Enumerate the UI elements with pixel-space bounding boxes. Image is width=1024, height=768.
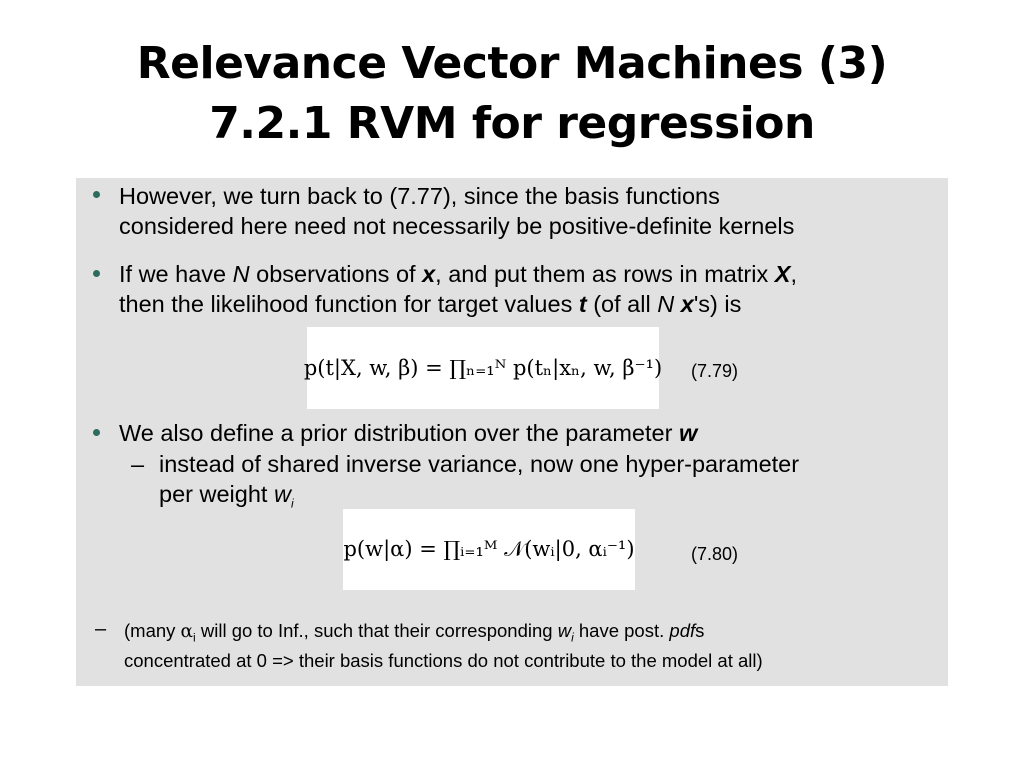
symbol-N: N xyxy=(232,261,250,287)
title-line-2: 7.2.1 RVM for regression xyxy=(209,98,815,149)
title-line-1: Relevance Vector Machines (3) xyxy=(136,38,888,89)
note-dash: – xyxy=(95,618,107,640)
text-segment: s xyxy=(695,620,705,641)
formula-7-80-text: p(w|α) = ∏ᵢ₌₁ᴹ 𝒩(wᵢ|0, αᵢ⁻¹) xyxy=(343,537,635,561)
text-segment: observations of xyxy=(249,261,423,287)
symbol-x: x xyxy=(680,291,694,317)
bullet-dot-3 xyxy=(93,429,100,436)
bullet-2-line-2: then the likelihood function for target … xyxy=(119,289,741,319)
symbol-w: w xyxy=(557,620,572,641)
bullet-3-line-1: We also define a prior distribution over… xyxy=(119,418,697,448)
text-segment: per weight xyxy=(159,481,274,507)
bullet-2-line-1: If we have N observations of x, and put … xyxy=(119,259,797,289)
sub-bullet-line-2: per weight wi xyxy=(159,479,294,519)
symbol-N: N xyxy=(657,291,675,317)
formula-7-79-text: p(t|X, w, β) = ∏ₙ₌₁ᴺ p(tₙ|xₙ, w, β⁻¹) xyxy=(303,356,663,380)
bullet-dot-1 xyxy=(93,191,100,198)
symbol-w: w xyxy=(678,420,698,446)
symbol-alpha: α xyxy=(180,621,194,642)
symbol-X: X xyxy=(774,261,791,287)
sub-bullet-line-1: instead of shared inverse variance, now … xyxy=(159,451,800,477)
text-segment: have post. xyxy=(573,620,670,641)
text-segment: then the likelihood function for target … xyxy=(119,291,579,317)
formula-7-79: p(t|X, w, β) = ∏ₙ₌₁ᴺ p(tₙ|xₙ, w, β⁻¹) xyxy=(303,327,663,409)
equation-number-7-79: (7.79) xyxy=(691,361,739,381)
subscript-i: i xyxy=(193,630,196,645)
text-segment: (of all xyxy=(586,291,658,317)
content-panel: However, we turn back to (7.77), since t… xyxy=(76,178,948,686)
note-line-2: concentrated at 0 => their basis functio… xyxy=(124,650,763,671)
bullet-dot-2 xyxy=(93,270,100,277)
note-line-1: (many αi will go to Inf., such that thei… xyxy=(124,616,704,653)
text-segment: (many xyxy=(124,620,181,641)
bullet-1-line-1: However, we turn back to (7.77), since t… xyxy=(119,183,720,209)
text-segment: We also define a prior distribution over… xyxy=(119,420,679,446)
sub-bullet-dash: – xyxy=(131,451,145,477)
text-segment: , xyxy=(790,261,797,287)
slide-title: Relevance Vector Machines (3) 7.2.1 RVM … xyxy=(0,34,1024,154)
symbol-x: x xyxy=(422,261,436,287)
formula-7-80: p(w|α) = ∏ᵢ₌₁ᴹ 𝒩(wᵢ|0, αᵢ⁻¹) xyxy=(343,509,635,590)
text-segment: 's) is xyxy=(693,291,742,317)
equation-number-7-80: (7.80) xyxy=(691,544,739,564)
symbol-w: w xyxy=(273,481,291,507)
text-segment: If we have xyxy=(119,261,233,287)
subscript-i: i xyxy=(290,496,294,511)
text-segment: will go to Inf., such that their corresp… xyxy=(195,620,558,641)
pdf-term: pdf xyxy=(669,620,696,641)
symbol-t: t xyxy=(578,291,587,317)
bullet-1-line-2: considered here need not necessarily be … xyxy=(119,213,795,239)
subscript-i: i xyxy=(571,630,574,645)
text-segment: , and put them as rows in matrix xyxy=(435,261,775,287)
